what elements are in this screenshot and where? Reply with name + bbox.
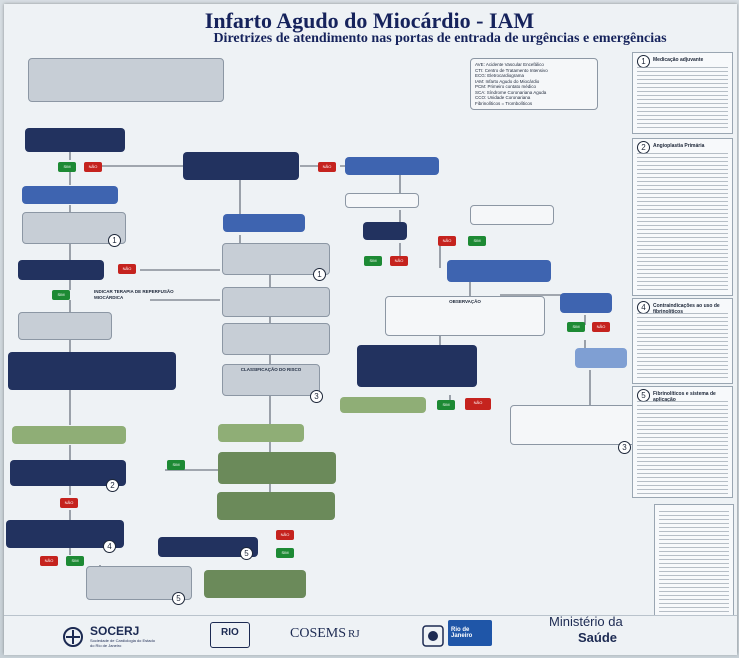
no-badge: NÃO: [390, 256, 408, 266]
node-await-specialist: [470, 205, 554, 225]
node-clinical-exam: [222, 323, 330, 355]
legend-item: ECG: Eletrocardiograma: [475, 73, 525, 78]
yes-badge: SIM: [167, 460, 185, 470]
yes-badge: SIM: [567, 322, 585, 332]
node-time-evaluation: [18, 312, 112, 340]
node-hemodynamic-service: [218, 424, 304, 442]
legend-item: Fibrinolíticos = Trombolíticos: [475, 100, 533, 106]
circled-number: 5: [172, 592, 185, 605]
circled-number: 1: [313, 268, 326, 281]
no-badge: NÃO: [465, 398, 491, 410]
poster-subtitle: Diretrizes de atendimento nas portas de …: [213, 31, 667, 46]
poster: [4, 4, 737, 654]
node-fibrinolysis-start: [12, 426, 126, 444]
node-new-ecg: [345, 157, 439, 175]
cosems-rj: RJ: [348, 628, 360, 640]
node-observation: OBSERVAÇÃO: [385, 296, 545, 336]
no-badge: NÃO: [276, 530, 294, 540]
circled-number: 3: [310, 390, 323, 403]
circled-number: 5: [240, 547, 253, 560]
legend-item: CCO: Unidade Coronariana: [475, 95, 531, 100]
poster-title: Infarto Agudo do Miocárdio - IAM: [204, 8, 535, 33]
note-ecg-instructions: [24, 104, 204, 120]
rj-logo-text: Rio de Janeiro: [451, 627, 473, 639]
yes-badge: SIM: [468, 236, 486, 246]
node-discharge-criteria: [510, 405, 636, 445]
node-iam-diagnosis: [22, 186, 118, 204]
ministry-name: Ministério da: [549, 614, 623, 629]
classification-heading: CLASSIFICAÇÃO DO RISCO: [240, 367, 302, 372]
abbreviation-legend: AVE: Acidente Vascular Encefálico CTI: C…: [470, 58, 598, 110]
node-ecg-start: [25, 128, 125, 152]
rio-logo-text: RIO: [221, 627, 239, 638]
panel-body: [637, 401, 728, 494]
no-badge: NÃO: [40, 556, 58, 566]
socerj-subtitle: Sociedade de Cardiologia do Estado do Ri…: [90, 638, 155, 648]
yes-badge: SIM: [52, 290, 70, 300]
fibrinolysis-heading: INDICAR TERAPIA DE REPERFUSÃO MIOCÁRDICA: [94, 289, 174, 299]
node-risk-classification: CLASSIFICAÇÃO DO RISCO: [222, 364, 320, 396]
ministry-health: Saúde: [578, 630, 618, 645]
circled-number: 2: [106, 479, 119, 492]
node-angioplasty-eligible: [217, 492, 335, 520]
node-hemodynamic: [223, 214, 305, 232]
node-evaluate-enzymes: [345, 193, 419, 208]
no-badge: NÃO: [84, 162, 102, 172]
rj-government-logo: Rio de Janeiro: [448, 620, 492, 646]
state-coat-of-arms-icon: [422, 625, 444, 647]
legend-item: PCM: Primeiro contato médico: [475, 84, 537, 89]
note-credits: [310, 560, 622, 596]
node-st-elevation: [183, 152, 299, 180]
circled-number: 3: [618, 441, 631, 454]
note-sca-definition: [28, 58, 224, 102]
node-transfer-hemodynamics: [218, 452, 336, 484]
node-reperfusion-eligibility: [18, 260, 104, 280]
node-transfer-unit: [575, 348, 627, 368]
panel-fibrinolytics: 5 Fibrinolíticos e sistema de aplicação: [632, 386, 733, 498]
node-cti-transfer: [447, 260, 551, 282]
legend-item: IAM: Infarto Agudo do Miocárdio: [475, 78, 540, 84]
no-badge: NÃO: [318, 162, 336, 172]
node-transport-decision: [560, 293, 612, 313]
legend-item: AVE: Acidente Vascular Encefálico: [475, 62, 544, 67]
socerj-logo-icon: [63, 627, 83, 647]
observation-heading: OBSERVAÇÃO: [449, 299, 481, 304]
circled-number: 1: [108, 234, 121, 247]
node-sca-question: [363, 222, 407, 240]
panel-title: Contraindicações ao uso de fibrinolítico…: [653, 303, 720, 315]
no-badge: NÃO: [118, 264, 136, 274]
rio-logo: RIO: [210, 622, 250, 648]
node-low-risk-criteria: [357, 345, 477, 387]
panel-body: [637, 313, 728, 380]
circled-number: 4: [103, 540, 116, 553]
yes-badge: SIM: [66, 556, 84, 566]
node-fibrinolysis-administered: [158, 537, 258, 557]
panel-adjuvant-medication: 1 Medicação adjuvante: [632, 52, 733, 134]
node-stabilize-patient: [222, 243, 330, 275]
no-badge: NÃO: [592, 322, 610, 332]
panel-title: Medicação adjuvante: [653, 57, 704, 63]
legend-item: SCA: Síndrome Coronariana Aguda: [475, 89, 547, 95]
panel-contraindications: 4 Contraindicações ao uso de fibrinolíti…: [632, 298, 733, 384]
panel-primary-angioplasty: 2 Angioplastia Primária: [632, 138, 733, 296]
footer-bar: [4, 615, 737, 655]
node-primary-angioplasty: [8, 352, 176, 390]
node-evaluate-pain: [222, 287, 330, 317]
yes-badge: SIM: [437, 400, 455, 410]
node-discharge: [340, 397, 426, 413]
yes-badge: SIM: [58, 162, 76, 172]
yes-badge: SIM: [364, 256, 382, 266]
panel-body: [637, 67, 728, 130]
no-badge: NÃO: [438, 236, 456, 246]
legend-item: CTI: Centro de Tratamento Intensivo: [475, 67, 548, 73]
yes-badge: SIM: [276, 548, 294, 558]
node-reperfusion-result: [204, 570, 306, 598]
socerj-name: SOCERJ: [90, 624, 140, 638]
no-badge: NÃO: [60, 498, 78, 508]
cosems-text: COSEMS: [290, 626, 347, 641]
panel-title: Fibrinolíticos e sistema de aplicação: [653, 391, 716, 403]
panel-title: Angioplastia Primária: [653, 143, 705, 149]
panel-body: [637, 153, 728, 292]
